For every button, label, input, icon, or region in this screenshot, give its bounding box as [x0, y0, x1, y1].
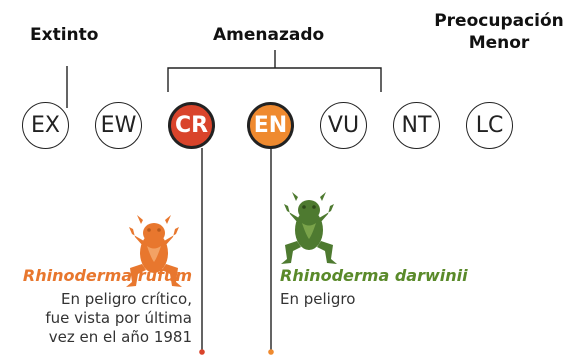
category-vu: VU — [320, 102, 367, 149]
species-status-darwinii: En peligro — [280, 290, 356, 308]
category-cr: CR — [168, 102, 215, 149]
frog-icon — [126, 215, 182, 287]
species-status-rufum: En peligro crítico, fue vista por última… — [45, 290, 192, 347]
species-status-rufum-line3: vez en el año 1981 — [48, 328, 192, 346]
group-label-least-concern-line2: Menor — [468, 33, 530, 53]
frog-icon — [281, 192, 337, 264]
threatened-bracket — [167, 67, 382, 92]
species-status-rufum-line2: fue vista por última — [45, 309, 192, 327]
group-label-least-concern: Preocupación Menor — [434, 10, 564, 54]
en-pointer-dot — [268, 349, 274, 355]
group-label-extinct: Extinto — [30, 25, 99, 45]
group-label-threatened: Amenazado — [213, 25, 325, 45]
category-nt: NT — [393, 102, 440, 149]
category-ex: EX — [22, 102, 69, 149]
category-lc: LC — [466, 102, 513, 149]
category-en: EN — [247, 102, 294, 149]
group-label-least-concern-line1: Preocupación — [434, 11, 564, 31]
species-name-rufum: Rhinoderma rufum — [22, 266, 192, 285]
species-name-darwinii: Rhinoderma darwinii — [280, 266, 468, 285]
cr-pointer-dot — [199, 349, 205, 355]
species-status-rufum-line1: En peligro crítico, — [61, 290, 192, 308]
category-ew: EW — [95, 102, 142, 149]
